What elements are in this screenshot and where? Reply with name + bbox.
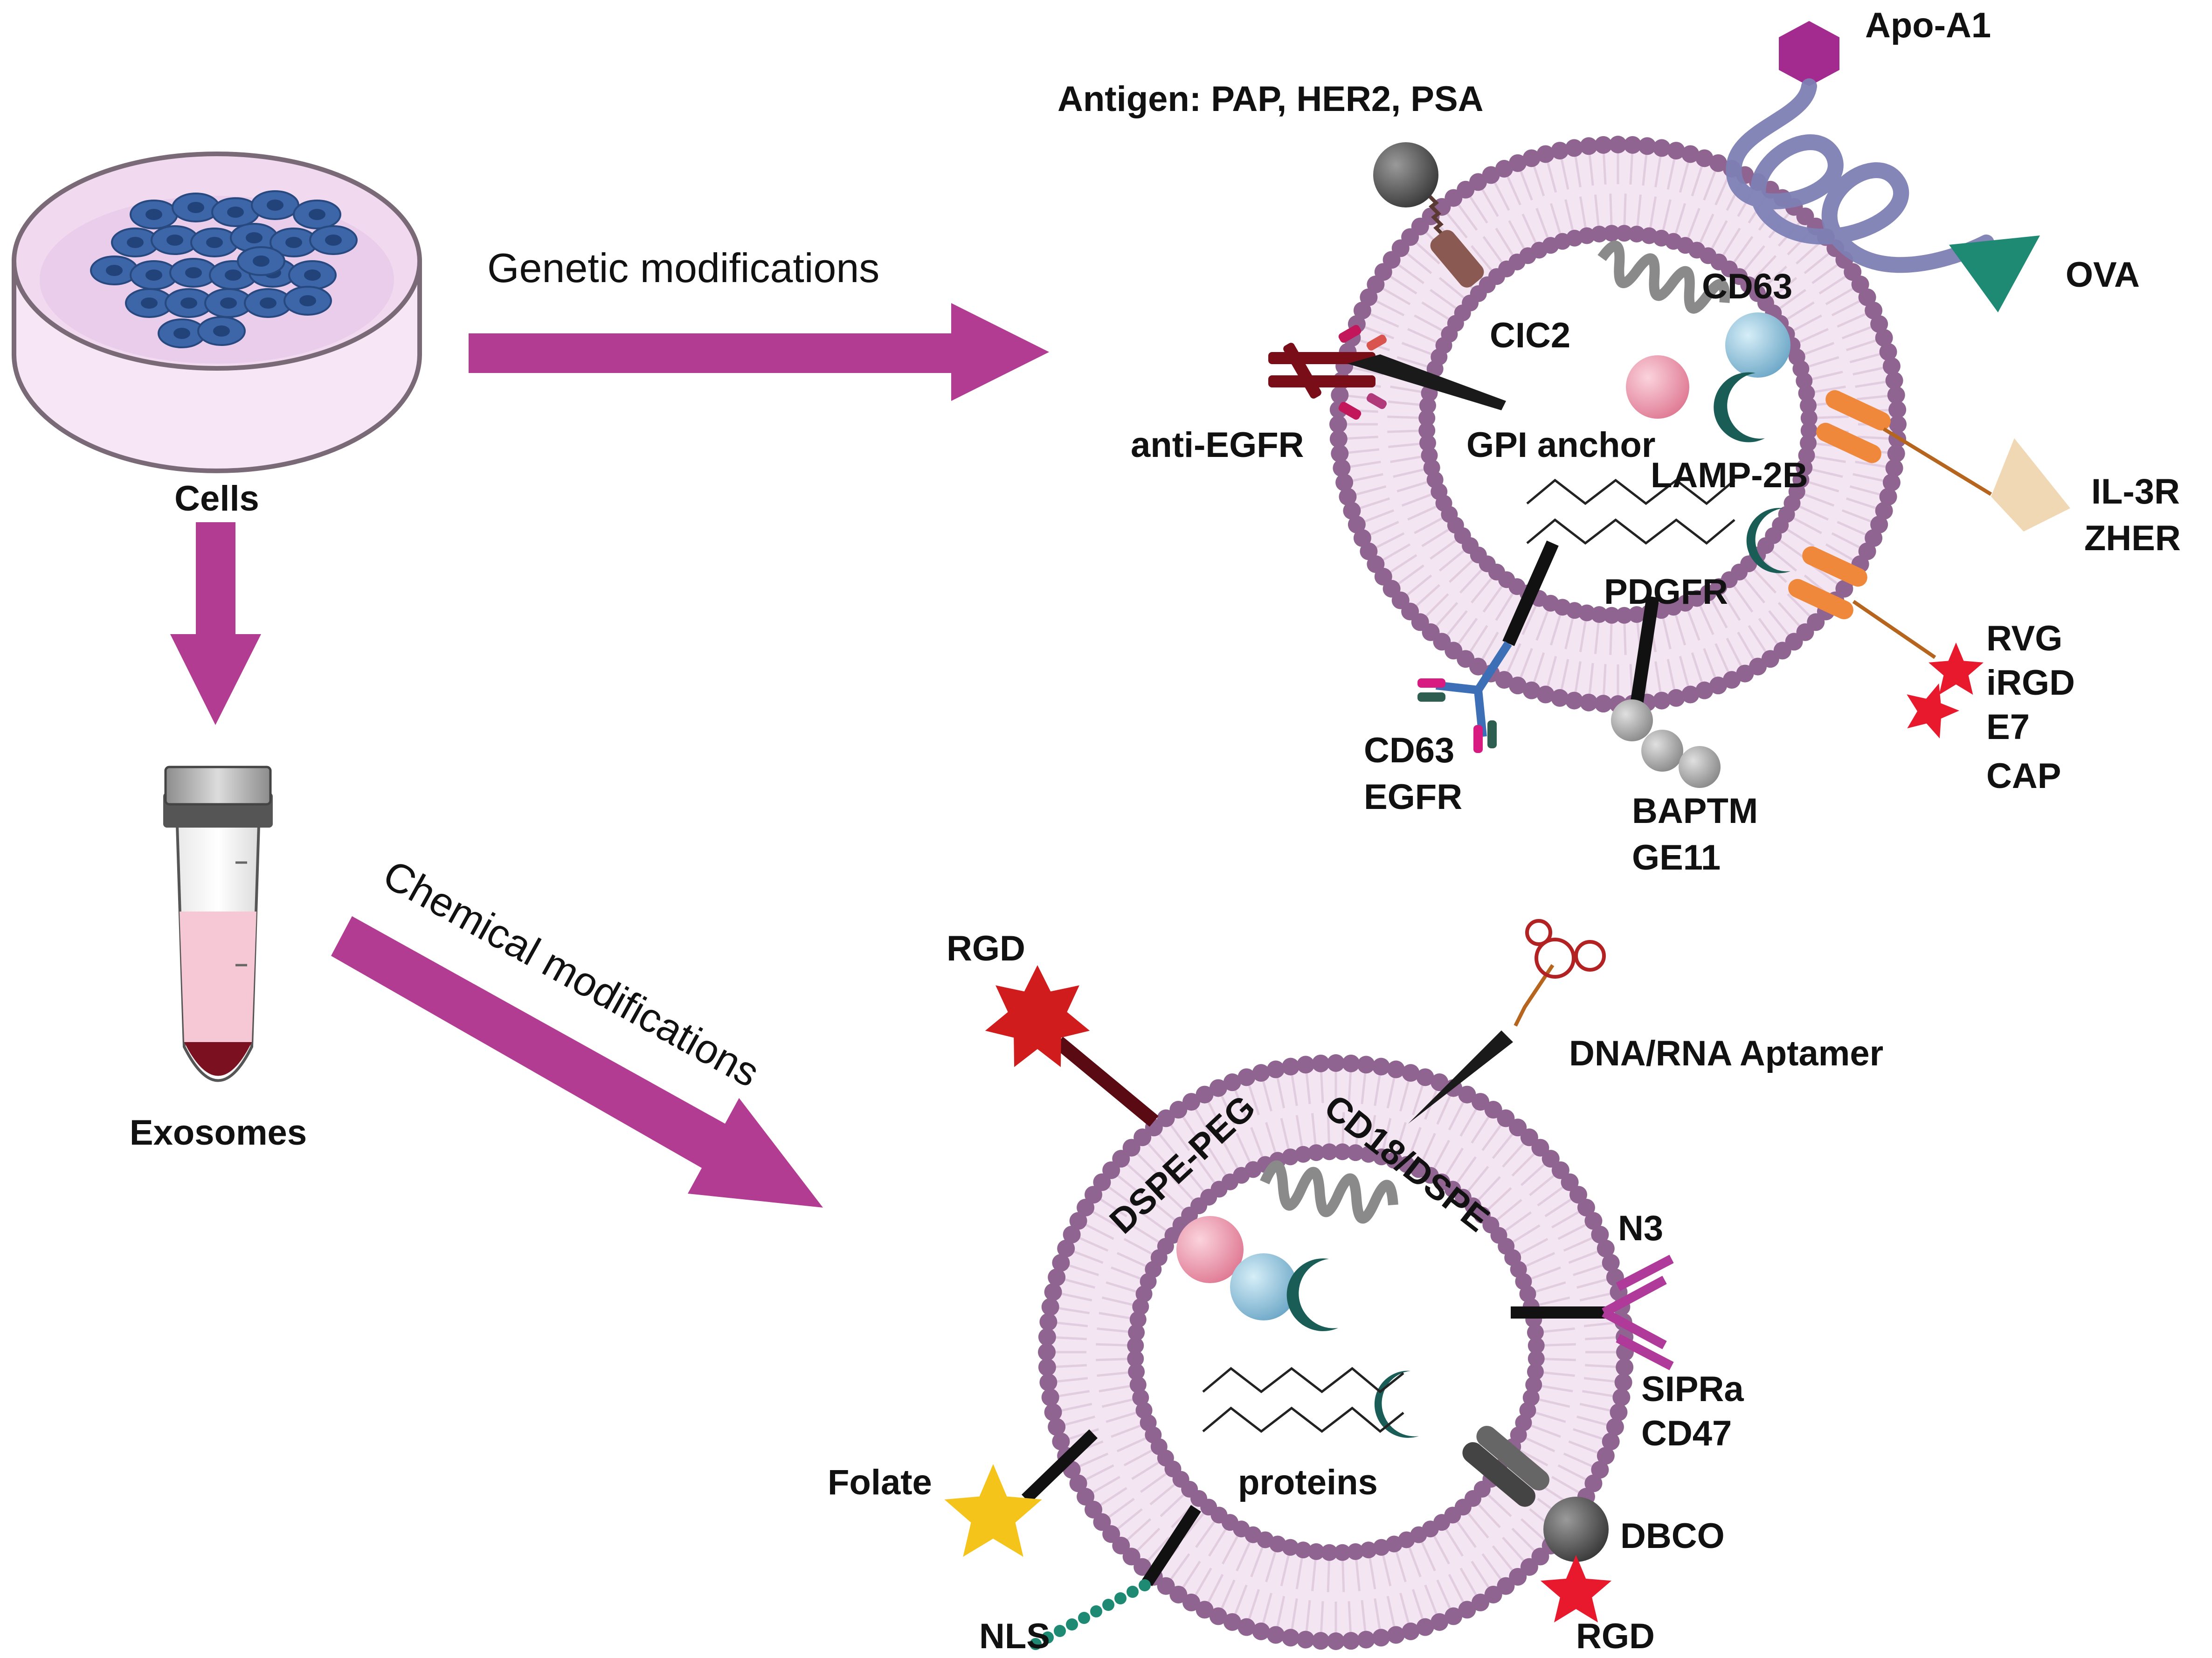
pdgfr-antibody	[1417, 540, 1559, 753]
cd63-top-label: CD63	[1702, 267, 1792, 306]
ova-triangle	[1949, 235, 2040, 312]
genetic-arrow	[469, 303, 1049, 401]
rgd-top-label: RGD	[947, 929, 1025, 968]
rvg-star-1	[1929, 642, 1984, 695]
gpi-anchor-label: GPI anchor	[1466, 425, 1655, 465]
chemical-arrow	[331, 916, 823, 1208]
cd47-label: CD47	[1641, 1414, 1732, 1453]
cargo-helix-top	[1597, 241, 1730, 314]
sipra-label: SIPRa	[1641, 1369, 1744, 1409]
lamp2b-label: LAMP-2B	[1651, 456, 1808, 495]
cells-label: Cells	[174, 479, 259, 518]
cd63-sphere	[1725, 312, 1790, 378]
folate-label: Folate	[828, 1463, 932, 1502]
down-arrow	[170, 522, 261, 725]
egfr-label: EGFR	[1364, 777, 1462, 817]
rvg-label: RVG	[1986, 619, 2062, 658]
exosome-tube	[163, 766, 273, 1082]
antigen-label: Antigen: PAP, HER2, PSA	[1058, 79, 1484, 119]
protein-bottom-1	[1286, 1258, 1338, 1332]
apo-a1-hexagon	[1779, 21, 1839, 86]
rgd-linker	[1054, 1036, 1159, 1127]
pink-sphere-top	[1626, 355, 1689, 419]
irgd-label: iRGD	[1986, 663, 2075, 703]
il3r-transmembrane	[1816, 390, 2070, 532]
pink-sphere-bottom	[1176, 1216, 1244, 1283]
cargo-helix-bottom	[1260, 1160, 1398, 1224]
zigzag-rna-top	[1526, 478, 1735, 545]
baptm-label: BAPTM	[1632, 791, 1758, 831]
zher-label: ZHER	[2084, 518, 2181, 558]
dbco-label: DBCO	[1620, 1516, 1725, 1556]
ge11-label: GE11	[1632, 838, 1721, 877]
rgd-star-bottom	[1540, 1555, 1612, 1623]
apo-a1-label: Apo-A1	[1865, 6, 1991, 45]
anti-egfr-antibody	[1268, 325, 1506, 420]
nls-bead-chain	[1030, 1579, 1151, 1650]
rvg-star-2	[1907, 683, 1959, 739]
folate-star	[944, 1464, 1042, 1557]
baptm-chain	[1611, 595, 1721, 788]
pdgfr-label: PDGFR	[1604, 572, 1728, 612]
proteins-label: proteins	[1238, 1463, 1378, 1502]
petri-dish	[12, 152, 422, 473]
engineered-exosome-chemical	[1038, 1054, 1634, 1650]
antigen-sphere	[1373, 142, 1484, 288]
lamp2b-protein-2	[1746, 508, 1790, 573]
lamp2b-protein-1	[1714, 372, 1765, 442]
cell-cluster	[90, 190, 358, 348]
engineered-exosome-genetic	[1329, 136, 1907, 713]
genetic-modifications-label: Genetic modifications	[487, 245, 879, 291]
il3r-label: IL-3R	[2091, 472, 2180, 511]
nls-linker	[1142, 1505, 1201, 1587]
dbco-linker	[1462, 1426, 1609, 1562]
nls-label: NLS	[979, 1617, 1050, 1656]
anti-egfr-label: anti-EGFR	[1131, 425, 1304, 465]
n3-antibody	[1511, 1255, 1674, 1370]
n3-label: N3	[1618, 1209, 1663, 1248]
cap-label: CAP	[1986, 756, 2061, 796]
cd63-bottom-label: CD63	[1364, 731, 1454, 770]
protein-bottom-2	[1374, 1370, 1419, 1438]
ribbon-helix	[1726, 78, 1994, 273]
aptamer	[1408, 919, 1606, 1124]
e7-label: E7	[1986, 707, 2030, 747]
rvg-transmembrane	[1788, 546, 1936, 659]
cic2-label: CIC2	[1490, 316, 1570, 355]
zigzag-rna-bottom	[1202, 1367, 1404, 1433]
blue-sphere-bottom	[1230, 1253, 1297, 1320]
exosomes-label: Exosomes	[130, 1113, 307, 1153]
rgd-bottom-label: RGD	[1576, 1617, 1655, 1656]
rgd-star-top	[985, 965, 1090, 1067]
folate-linker	[1021, 1429, 1098, 1504]
ova-label: OVA	[2066, 255, 2140, 295]
aptamer-label: DNA/RNA Aptamer	[1569, 1034, 1883, 1073]
